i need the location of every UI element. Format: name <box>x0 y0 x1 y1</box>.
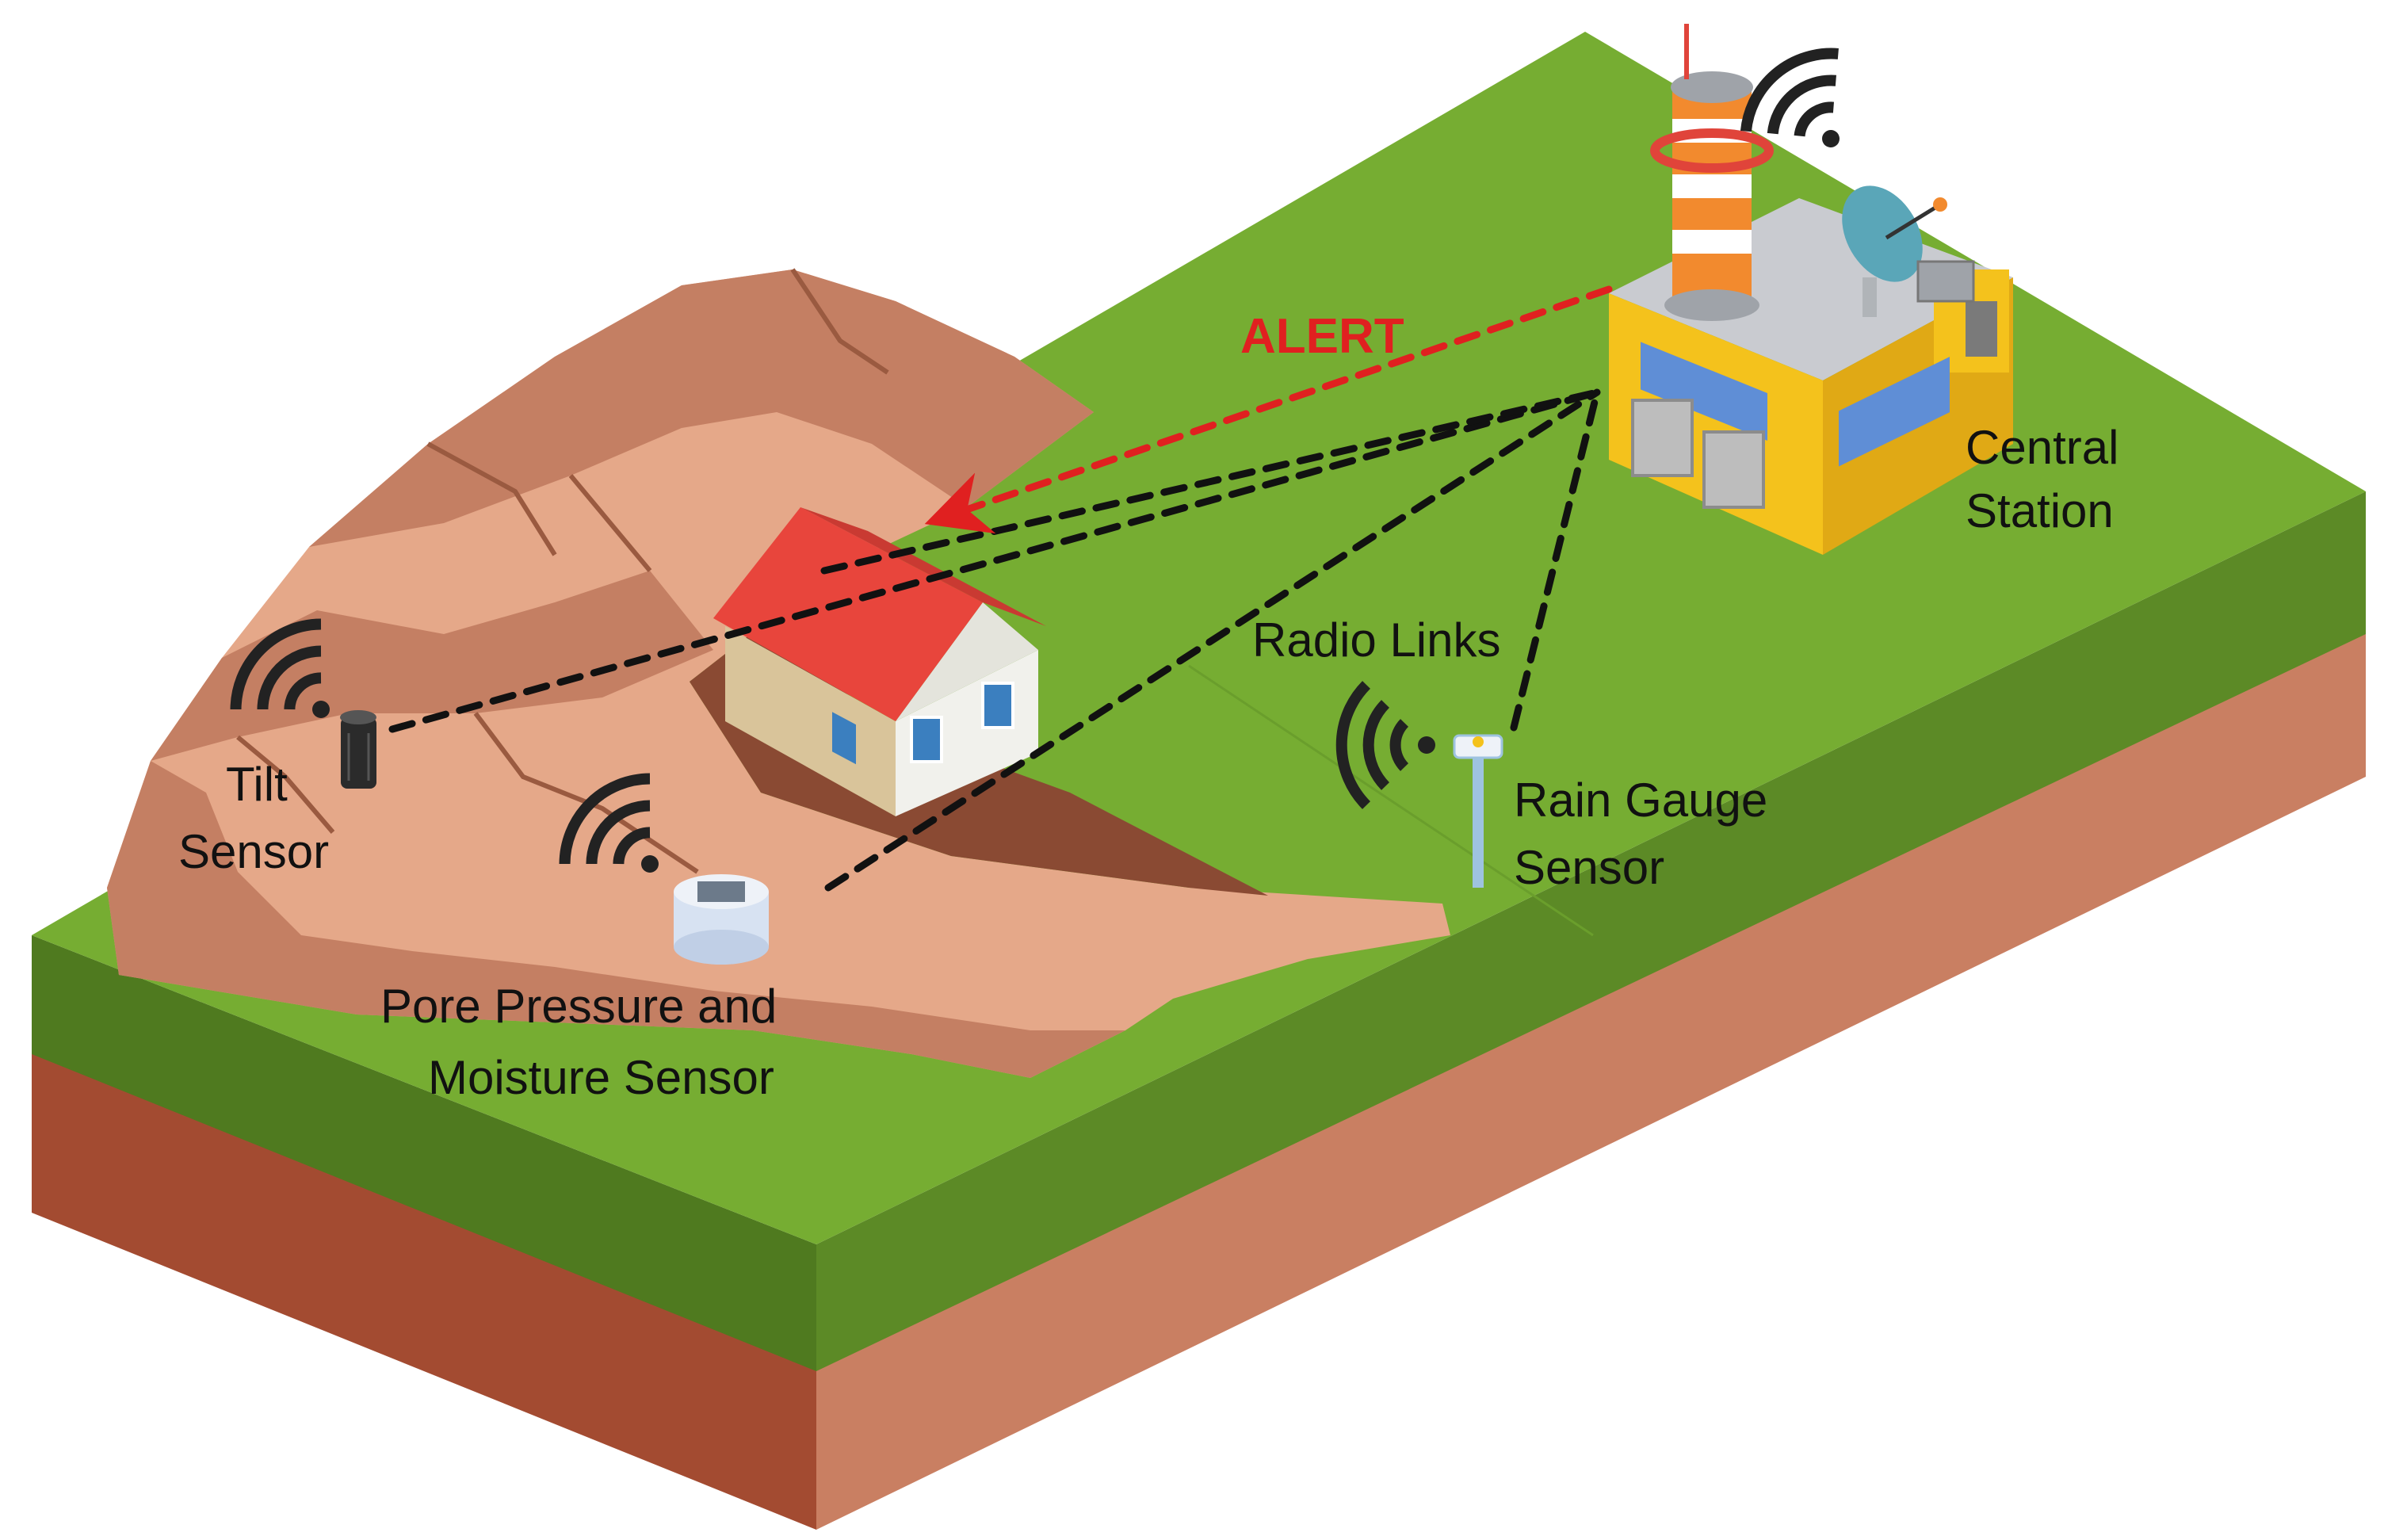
wifi-signal-icon <box>1335 681 1435 809</box>
tilt-sensor-label-1: Tilt <box>226 758 288 811</box>
link-tilt-to-station <box>388 388 1601 733</box>
station-garage-door-2 <box>1702 430 1765 509</box>
tilt-sensor-label-2: Sensor <box>178 825 329 878</box>
station-windows <box>1641 342 1950 467</box>
house-roof <box>713 507 983 721</box>
radio-links-label: Radio Links <box>1252 613 1501 667</box>
landslide-scar <box>690 571 1268 896</box>
pore-pressure-sensor-icon <box>674 874 769 965</box>
alert-label: ALERT <box>1240 309 1404 364</box>
satellite-dish-icon <box>1842 185 1975 317</box>
grass-seam <box>1188 664 1594 937</box>
rocky-hill <box>107 268 1450 1078</box>
pore-pressure-label-2: Moisture Sensor <box>428 1051 774 1104</box>
house-gable <box>896 602 1038 721</box>
radio-links <box>388 285 1613 892</box>
soil-layer-right <box>816 618 2366 1530</box>
wifi-signal-icon <box>1740 48 1840 147</box>
alert-link <box>924 285 1613 534</box>
tower-base <box>1664 289 1759 321</box>
house-roof-edge <box>800 507 1046 626</box>
hill-mid-shade <box>151 571 713 761</box>
soil-layer-left <box>32 1030 816 1530</box>
link-rain-to-station <box>1510 388 1601 732</box>
grass-side-left <box>32 935 816 1371</box>
hill-lower-shade <box>107 761 1125 1078</box>
house-icon <box>713 507 1046 816</box>
dish-solar-panel <box>1916 260 1975 303</box>
house-window-side <box>832 712 856 765</box>
central-station-label-1: Central <box>1966 421 2118 474</box>
grass-side-right <box>816 491 2366 1371</box>
tower-ring <box>1650 128 1774 173</box>
central-station-label-2: Station <box>1966 484 2114 537</box>
dish-bowl <box>1842 185 1923 282</box>
hill-upper-shade <box>309 269 1094 547</box>
station-vent <box>1966 301 1997 357</box>
house-window-right <box>981 682 1014 729</box>
link-pore-to-station <box>824 388 1601 892</box>
station-garage-door-1 <box>1631 399 1694 477</box>
house-side-wall <box>725 626 896 816</box>
tilt-sensor-icon <box>340 710 376 789</box>
dish-stand <box>1862 277 1877 317</box>
hill-cracks <box>236 268 889 874</box>
pore-pressure-label-1: Pore Pressure and <box>380 980 777 1033</box>
rain-gauge-icon <box>1453 734 1503 888</box>
link-house-to-station <box>820 388 1601 575</box>
wifi-signal-icon <box>230 618 330 718</box>
rain-gauge-label-2: Sensor <box>1514 841 1664 894</box>
wifi-signal-icon <box>559 773 659 873</box>
tower-top <box>1671 71 1753 103</box>
radio-tower-icon <box>1650 24 1774 321</box>
rain-gauge-label-1: Rain Gauge <box>1514 774 1767 827</box>
house-window-left <box>910 716 943 763</box>
